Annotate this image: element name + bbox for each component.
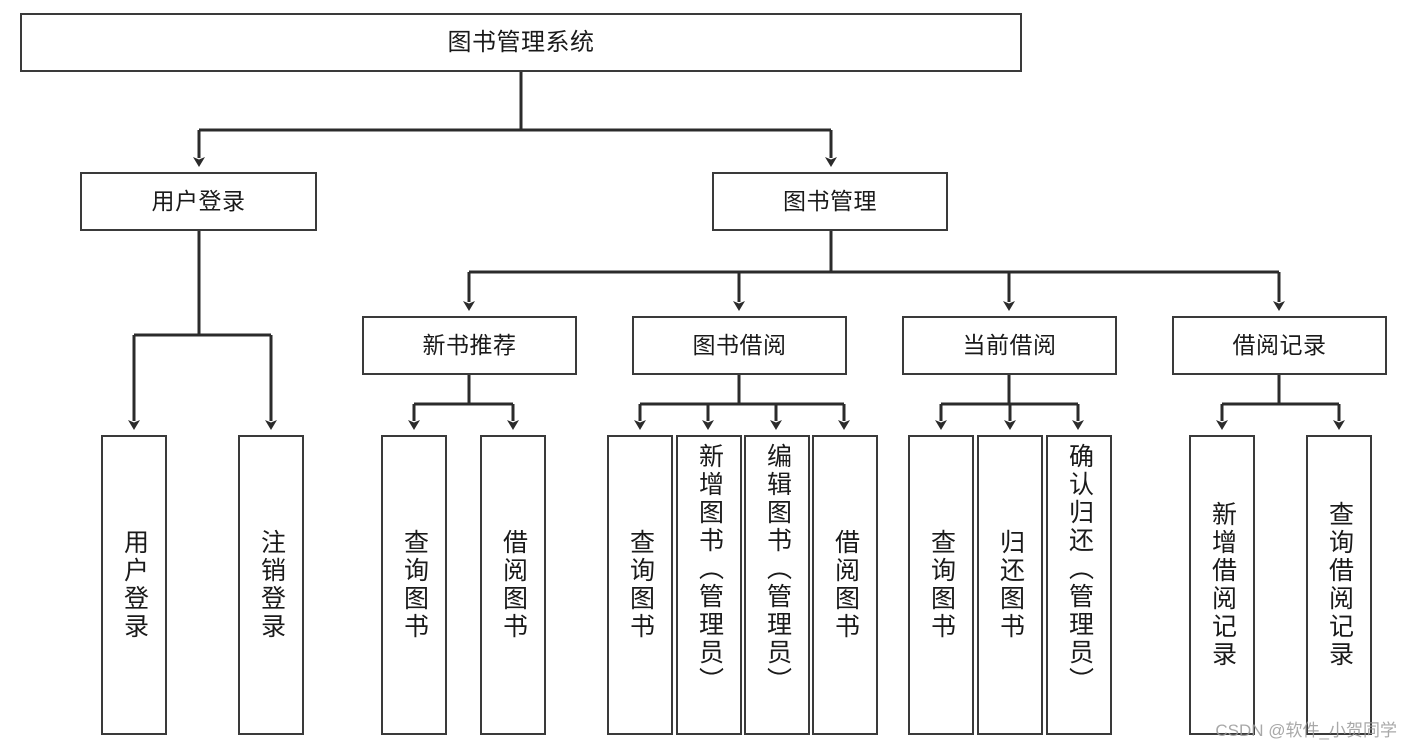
- node-user-login[interactable]: 用户登录: [80, 172, 317, 231]
- leaf-current-borrow-2-label: 确认归还（管理员）: [1065, 443, 1094, 695]
- leaf-book-borrow-2[interactable]: 编辑图书（管理员）: [744, 435, 810, 735]
- node-user-login-label: 用户登录: [151, 188, 246, 215]
- node-book-borrow-label: 图书借阅: [692, 332, 787, 359]
- leaf-borrow-record-1[interactable]: 查询借阅记录: [1306, 435, 1372, 735]
- node-borrow-record-label: 借阅记录: [1232, 332, 1327, 359]
- node-new-book-rec[interactable]: 新书推荐: [362, 316, 577, 375]
- leaf-new-book-rec-0-label: 查询图书: [400, 529, 429, 641]
- leaf-user-login-1[interactable]: 注销登录: [238, 435, 304, 735]
- leaf-book-borrow-0[interactable]: 查询图书: [607, 435, 673, 735]
- leaf-borrow-record-0[interactable]: 新增借阅记录: [1189, 435, 1255, 735]
- leaf-user-login-0-label: 用户登录: [120, 529, 149, 641]
- leaf-new-book-rec-0[interactable]: 查询图书: [381, 435, 447, 735]
- leaf-user-login-1-label: 注销登录: [257, 529, 286, 641]
- leaf-current-borrow-0-label: 查询图书: [927, 529, 956, 641]
- leaf-book-borrow-3-label: 借阅图书: [831, 529, 860, 641]
- node-root[interactable]: 图书管理系统: [20, 13, 1022, 72]
- leaf-book-borrow-0-label: 查询图书: [626, 529, 655, 641]
- node-book-manage-label: 图书管理: [783, 188, 877, 215]
- node-current-borrow-label: 当前借阅: [962, 332, 1057, 359]
- leaf-borrow-record-0-label: 新增借阅记录: [1208, 501, 1237, 669]
- node-book-manage[interactable]: 图书管理: [712, 172, 948, 231]
- node-book-borrow[interactable]: 图书借阅: [632, 316, 847, 375]
- node-borrow-record[interactable]: 借阅记录: [1172, 316, 1387, 375]
- leaf-book-borrow-2-label: 编辑图书（管理员）: [763, 443, 792, 695]
- leaf-current-borrow-1[interactable]: 归还图书: [977, 435, 1043, 735]
- node-root-label: 图书管理系统: [447, 28, 595, 56]
- leaf-current-borrow-0[interactable]: 查询图书: [908, 435, 974, 735]
- leaf-borrow-record-1-label: 查询借阅记录: [1325, 501, 1354, 669]
- node-current-borrow[interactable]: 当前借阅: [902, 316, 1117, 375]
- leaf-current-borrow-1-label: 归还图书: [996, 529, 1025, 641]
- leaf-user-login-0[interactable]: 用户登录: [101, 435, 167, 735]
- leaf-book-borrow-1-label: 新增图书（管理员）: [695, 443, 724, 695]
- node-new-book-rec-label: 新书推荐: [422, 332, 517, 359]
- leaf-book-borrow-1[interactable]: 新增图书（管理员）: [676, 435, 742, 735]
- watermark-text: CSDN @软件_小贺同学: [1215, 721, 1397, 740]
- leaf-new-book-rec-1-label: 借阅图书: [499, 529, 528, 641]
- leaf-new-book-rec-1[interactable]: 借阅图书: [480, 435, 546, 735]
- leaf-current-borrow-2[interactable]: 确认归还（管理员）: [1046, 435, 1112, 735]
- leaf-book-borrow-3[interactable]: 借阅图书: [812, 435, 878, 735]
